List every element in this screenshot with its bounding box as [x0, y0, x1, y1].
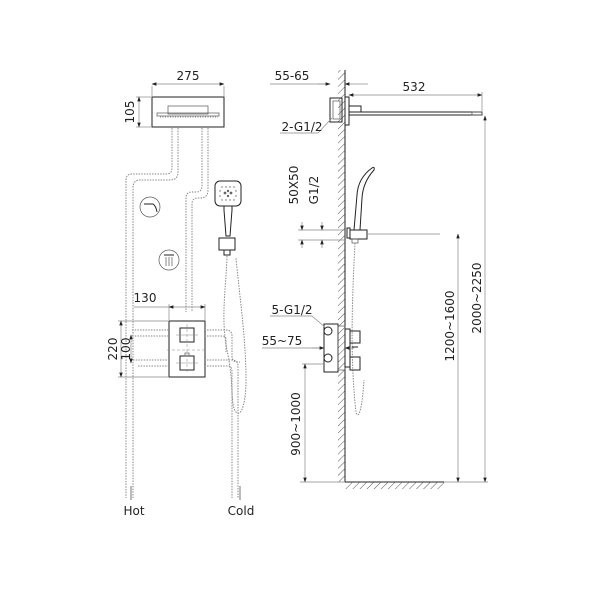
- dimension-overhead-width: 275: [151, 69, 225, 96]
- dimension-text: 105: [123, 101, 137, 124]
- dimension-holder-height: 1200~1600: [443, 233, 460, 483]
- dimension-text: 130: [134, 291, 157, 305]
- dimension-arm-length: 532: [348, 80, 483, 111]
- dimension-valve-height: 900~1000: [289, 363, 345, 483]
- hand-shower-side: [346, 166, 440, 416]
- dimension-text: 100: [119, 338, 133, 361]
- callout-arm-connection: 2-G1/2: [280, 117, 333, 134]
- dimension-arm-wall-offset: 55-65: [270, 69, 368, 86]
- hot-label: Hot: [123, 504, 144, 518]
- concealed-pipes: [125, 128, 247, 498]
- callout-text: 2-G1/2: [281, 120, 322, 134]
- dimension-overhead-height: 105: [123, 96, 151, 128]
- dimension-text: 900~1000: [289, 392, 303, 456]
- dimension-text: 50X50: [287, 166, 301, 205]
- dimension-text: 1200~1600: [443, 290, 457, 361]
- overhead-shower-icon: [158, 249, 180, 271]
- dimension-text: 532: [403, 80, 426, 94]
- dimension-text: 220: [106, 338, 120, 361]
- dimension-text: 2000~2250: [470, 262, 484, 333]
- hand-shower-icon: [214, 180, 242, 256]
- dimension-valve-width: 130: [134, 291, 206, 320]
- dimension-text: 275: [177, 69, 200, 83]
- dimension-valve-spacing: 100: [119, 334, 133, 364]
- cold-label: Cold: [228, 504, 255, 518]
- dimension-text: 55-65: [275, 69, 310, 83]
- overhead-shower-head: [151, 96, 225, 128]
- side-view: 55-65 532 2-G1/2 50X: [262, 69, 488, 489]
- callout-valve-connection: 5-G1/2: [270, 303, 327, 329]
- dimension-overhead-height: 2000~2250: [444, 115, 488, 483]
- dimension-text: G1/2: [307, 176, 321, 205]
- front-view: 275 105: [106, 69, 254, 518]
- wall: [338, 70, 444, 489]
- thermostatic-valve-icon: [167, 320, 207, 378]
- dimension-valve-height: 220: [106, 320, 168, 378]
- shower-arm: [329, 96, 483, 126]
- callout-text: 5-G1/2: [271, 303, 312, 317]
- dimension-text: 55~75: [262, 334, 303, 348]
- dimension-valve-depth: 55~75: [262, 334, 354, 350]
- rain-shower-arm-icon: [139, 196, 161, 218]
- dimension-holder-connection: G1/2: [307, 176, 324, 248]
